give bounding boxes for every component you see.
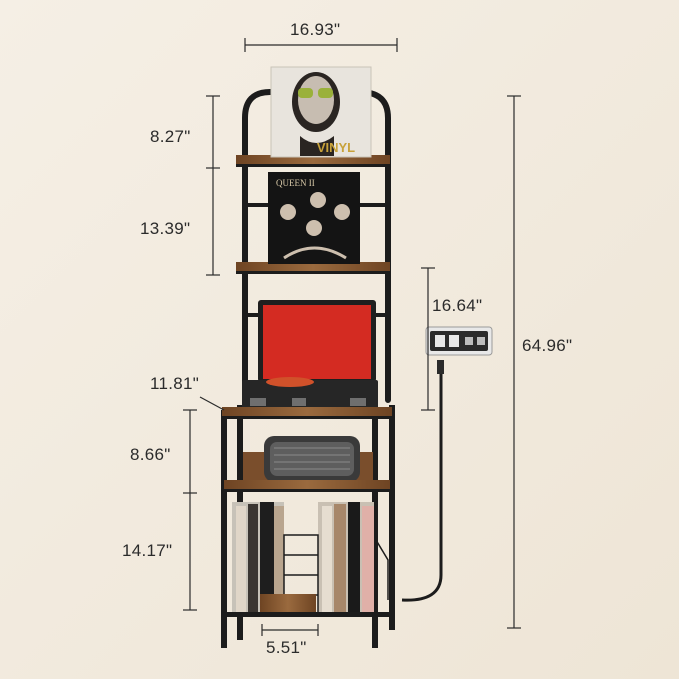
dim-shelf-gap-third: 16.64" <box>432 296 483 315</box>
album-queen-text: QUEEN II <box>276 178 315 188</box>
dim-shelf-gap-top: 8.27" <box>150 127 191 146</box>
shelf-second <box>236 262 390 274</box>
dim-divider-width: 5.51" <box>266 638 307 657</box>
dim-bottom-height: 14.17" <box>122 541 173 560</box>
dimension-lines <box>183 38 521 636</box>
record-bin-right <box>318 502 374 614</box>
dim-shelf-gap-fourth: 8.66" <box>130 445 171 464</box>
album-vinyl: VINYL <box>270 66 372 158</box>
power-strip <box>425 326 493 374</box>
shelf-top <box>236 155 390 167</box>
power-cable <box>401 374 443 602</box>
turntable <box>242 300 378 410</box>
album-vinyl-text: VINYL <box>317 140 355 155</box>
dim-width-top: 16.93" <box>290 20 341 39</box>
record-bin-left <box>232 502 284 614</box>
speaker <box>264 436 360 482</box>
shelf-bottom <box>224 594 392 617</box>
shelf-fourth <box>224 480 390 492</box>
dim-depth: 11.81" <box>150 374 200 393</box>
shelf-third <box>222 407 392 419</box>
dim-total-height: 64.96" <box>522 336 573 355</box>
dim-shelf-gap-second: 13.39" <box>140 219 191 238</box>
album-queen: QUEEN II <box>268 172 360 264</box>
